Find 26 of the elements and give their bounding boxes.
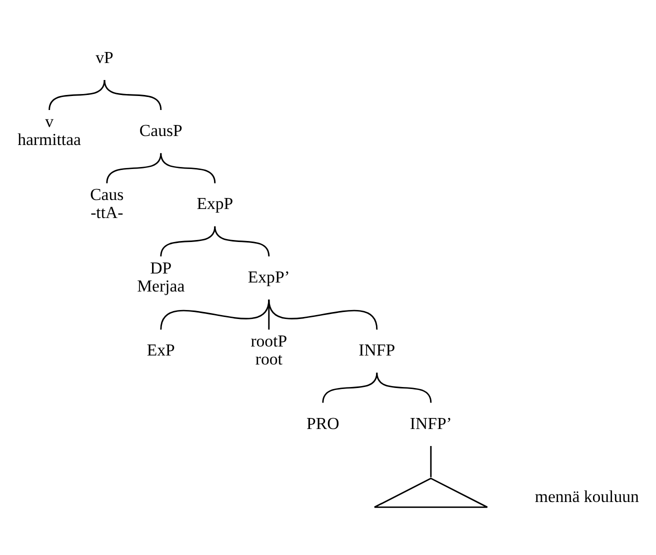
node-text: vP: [96, 47, 114, 66]
connector: [48, 79, 106, 110]
node-label: mennä kouluun: [534, 486, 639, 506]
node-text: v harmittaa: [18, 112, 82, 149]
connector: [214, 226, 270, 256]
connector: [268, 298, 378, 330]
connector: [104, 79, 162, 110]
node-triangle: [374, 477, 488, 508]
connector: [160, 298, 270, 330]
connector: [106, 152, 162, 183]
node-text: PRO: [306, 413, 340, 432]
connector: [430, 446, 432, 477]
node-text: INFP’: [410, 413, 452, 432]
connector: [322, 372, 378, 402]
connector: [268, 299, 270, 330]
node-text: DP Merjaa: [137, 258, 185, 295]
connector: [160, 226, 216, 256]
node-text: Caus -ttA-: [90, 184, 124, 222]
node-text: INFP: [358, 340, 396, 360]
connector: [376, 372, 432, 402]
node-text: ExP: [146, 340, 175, 360]
node-text: ExpP: [196, 194, 234, 213]
node-text: rootP root: [250, 331, 288, 368]
node-text: CausP: [139, 120, 182, 140]
connector: [160, 152, 216, 183]
node-text: ExpP’: [248, 266, 290, 286]
